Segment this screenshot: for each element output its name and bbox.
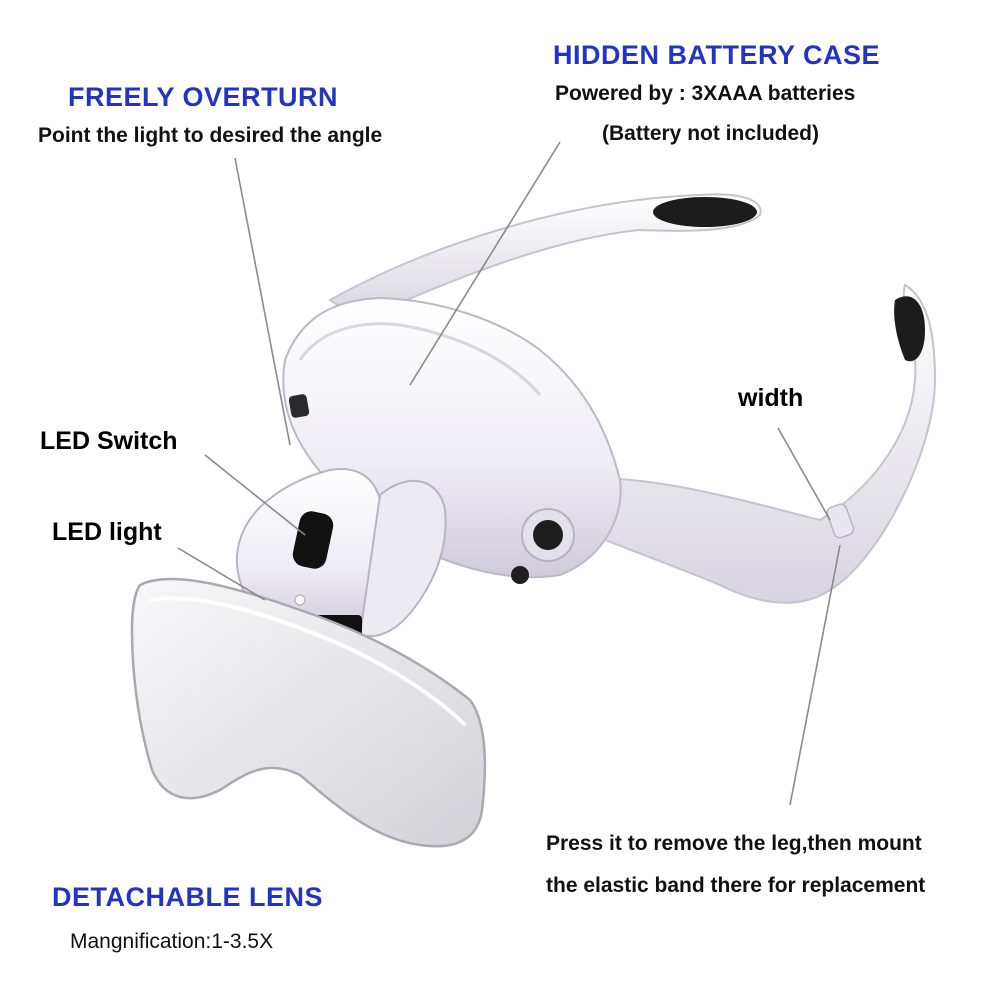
leader-lines [177,141,841,806]
temple-pad [894,296,925,362]
leg-release-button [826,503,855,539]
hinge-knob [511,508,575,584]
width-label: width [738,384,804,412]
hidden-battery-case-title: HIDDEN BATTERY CASE [553,40,881,70]
leg-release-line1: Press it to remove the leg,then mount [546,832,922,855]
freely-overturn-description: Point the light to desired the angle [38,124,383,147]
right-temple-arm [559,283,937,604]
detachable-lens [130,577,487,848]
freely-overturn-title: FREELY OVERTURN [68,82,339,112]
battery-not-included-text: (Battery not included) [602,122,820,145]
led-switch-label: LED Switch [40,427,178,455]
battery-power-text: Powered by : 3XAAA batteries [555,82,856,105]
top-arm-pad [653,197,757,227]
magnification-text: Mangnification:1-3.5X [70,930,274,953]
leg-release-leader [789,544,841,806]
detachable-lens-title: DETACHABLE LENS [52,882,324,912]
width-leader [777,427,831,521]
top-headband-arm [328,193,762,322]
led-light-leader [177,547,266,601]
leg-release-line2: the elastic band there for replacement [546,874,926,897]
led-switch-leader [204,454,306,536]
led-switch-button [292,511,334,569]
led-light-label: LED light [52,518,162,546]
led-bulb [294,594,306,606]
battery-case-leader [409,141,561,386]
freely-overturn-leader [234,157,291,446]
